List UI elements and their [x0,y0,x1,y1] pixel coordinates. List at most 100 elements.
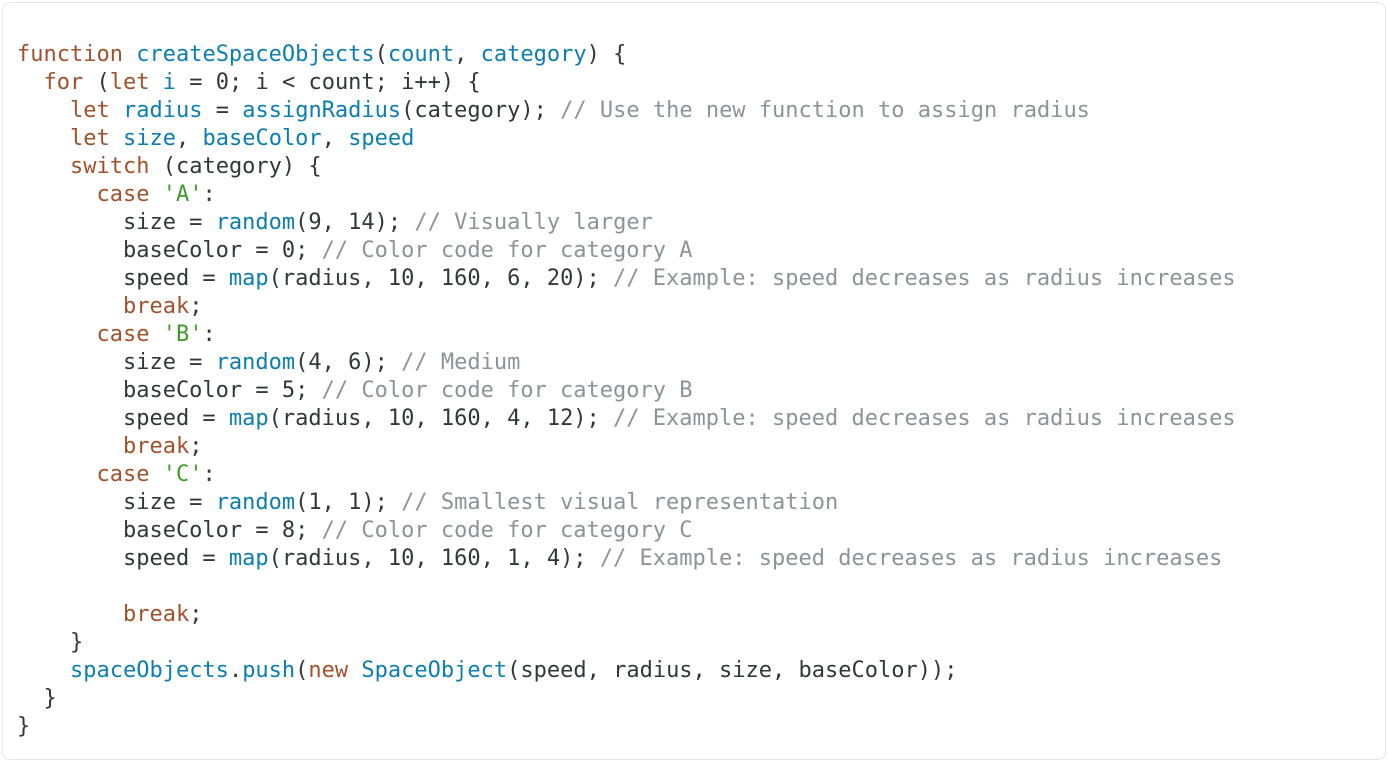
token-plain [348,658,361,683]
token-plain: size = [17,490,216,515]
token-plain: baseColor = 0; [17,238,322,263]
token-identifier: radius [122,98,203,123]
token-plain: (category) { [149,154,322,179]
token-keyword: case [96,322,150,347]
token-plain [17,182,96,207]
token-plain [110,126,123,151]
token-keyword: new [308,658,349,683]
token-plain: baseColor = 8; [17,518,322,543]
code-line: speed = map(radius, 10, 160, 1, 4); // E… [17,545,1369,573]
token-comment: // Color code for category C [321,518,693,543]
token-plain: ; [189,602,203,627]
token-comment: // Visually larger [414,210,653,235]
code-line: case 'A': [17,181,1369,209]
token-identifier: baseColor [202,126,322,151]
token-keyword: let [69,98,110,123]
token-plain [150,70,163,95]
code-line: break; [17,601,1369,629]
code-line: let radius = assignRadius(category); // … [17,97,1369,125]
token-identifier: map [228,546,269,571]
token-plain: (4, 6); [295,350,402,375]
token-plain: } [17,630,84,655]
token-identifier: speed [348,126,415,151]
token-plain: = [202,98,243,123]
token-plain: (radius, 10, 160, 4, 12); [268,406,614,431]
token-comment: // Example: speed decreases as radius in… [599,546,1223,571]
token-plain [17,434,123,459]
token-comment: // Example: speed decreases as radius in… [613,406,1236,431]
code-line: break; [17,293,1369,321]
token-comment: // Color code for category A [321,238,693,263]
token-plain [17,98,70,123]
code-line: size = random(4, 6); // Medium [17,349,1369,377]
token-plain: (category); [401,98,561,123]
code-line: speed = map(radius, 10, 160, 4, 12); // … [17,405,1369,433]
token-keyword: case [96,182,150,207]
code-line: baseColor = 5; // Color code for categor… [17,377,1369,405]
token-identifier: createSpaceObjects [136,42,375,67]
token-plain [17,602,123,627]
token-identifier: push [242,658,296,683]
token-plain [110,98,123,123]
token-string: 'A' [162,182,203,207]
token-keyword: break [122,294,190,319]
code-line [17,573,1369,601]
token-keyword: for [43,70,84,95]
token-keyword: switch [69,154,150,179]
code-line: size = random(1, 1); // Smallest visual … [17,489,1369,517]
code-line: speed = map(radius, 10, 160, 6, 20); // … [17,265,1369,293]
code-line: let size, baseColor, speed [17,125,1369,153]
code-line: baseColor = 8; // Color code for categor… [17,517,1369,545]
token-comment: // Color code for category B [321,378,693,403]
token-identifier: random [215,350,296,375]
token-plain [149,462,162,487]
code-line: } [17,713,1369,741]
code-line: spaceObjects.push(new SpaceObject(speed,… [17,657,1369,685]
token-plain [149,182,162,207]
token-plain: (1, 1); [295,490,402,515]
code-line: } [17,685,1369,713]
token-plain: size = [17,210,216,235]
token-string: 'B' [162,322,203,347]
token-plain: . [228,658,243,683]
token-plain [149,322,162,347]
token-plain: ) { [586,42,627,67]
code-line: break; [17,433,1369,461]
token-plain: } [17,714,31,739]
token-plain [17,322,96,347]
token-comment: // Example: speed decreases as radius in… [613,266,1236,291]
token-string: 'C' [162,462,203,487]
code-line: case 'B': [17,321,1369,349]
token-plain [17,126,70,151]
token-plain [17,70,44,95]
token-plain [123,42,136,67]
token-plain: ; [189,294,203,319]
token-plain: (radius, 10, 160, 1, 4); [268,546,600,571]
token-identifier: size [122,126,176,151]
token-comment: // Smallest visual representation [401,490,839,515]
token-plain: ( [295,658,309,683]
token-plain: (speed, radius, size, baseColor)); [507,658,958,683]
token-identifier: map [228,406,269,431]
token-identifier: spaceObjects [69,658,229,683]
token-plain: : [202,182,216,207]
token-plain: : [202,462,216,487]
token-identifier: count [387,42,455,67]
token-identifier: SpaceObject [361,658,508,683]
token-identifier: category [480,42,587,67]
token-plain [17,658,70,683]
token-plain: : [202,322,216,347]
token-plain: speed = [17,266,229,291]
token-comment: // Medium [401,350,521,375]
token-keyword: let [109,70,150,95]
code-line: baseColor = 0; // Color code for categor… [17,237,1369,265]
token-plain: , [175,126,203,151]
token-plain: ( [83,70,110,95]
token-keyword: break [122,434,190,459]
token-keyword: function [17,42,123,67]
token-plain: , [321,126,349,151]
token-keyword: break [122,602,190,627]
token-identifier: map [228,266,269,291]
